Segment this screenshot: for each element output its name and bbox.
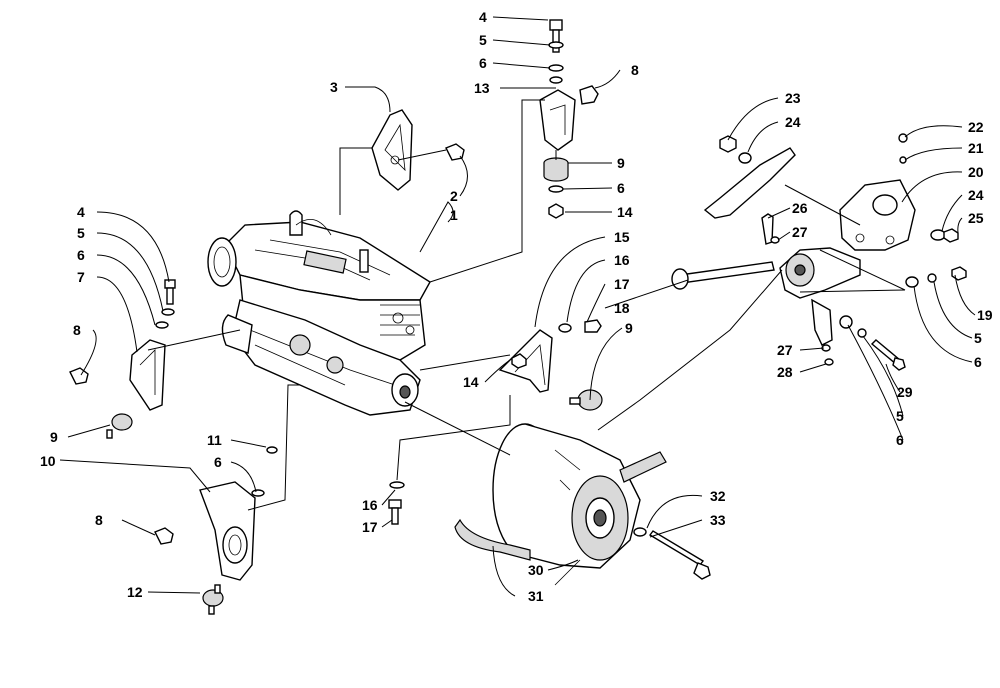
callout-9: 9: [625, 320, 633, 336]
callout-16: 16: [362, 497, 378, 513]
callout-17: 17: [614, 276, 630, 292]
callout-30: 30: [528, 562, 544, 578]
callout-16: 16: [614, 252, 630, 268]
callout-20: 20: [968, 164, 984, 180]
right-mount-assembly: [671, 133, 967, 371]
callout-8: 8: [73, 322, 81, 338]
callout-10: 10: [40, 453, 56, 469]
callout-13: 13: [474, 80, 490, 96]
top-mount-stack: [539, 19, 599, 219]
callout-2: 2: [450, 188, 458, 204]
callout-5: 5: [479, 32, 487, 48]
upper-bracket-part-3: [371, 109, 465, 191]
callout-4: 4: [479, 9, 487, 25]
callout-22: 22: [968, 119, 984, 135]
callout-8: 8: [95, 512, 103, 528]
callout-11: 11: [207, 432, 222, 448]
callout-12: 12: [127, 584, 143, 600]
callout-26: 26: [792, 200, 808, 216]
assembly-guide-lines: [147, 99, 906, 511]
callout-1: 1: [450, 207, 458, 223]
callout-6: 6: [214, 454, 222, 470]
callout-33: 33: [710, 512, 726, 528]
callout-5: 5: [974, 330, 982, 346]
callout-9: 9: [50, 429, 58, 445]
callout-14: 14: [463, 374, 479, 390]
callout-4: 4: [77, 204, 85, 220]
callout-leaders: [59, 16, 976, 597]
callout-19: 19: [977, 307, 993, 323]
callout-17: 17: [362, 519, 378, 535]
callout-8: 8: [631, 62, 639, 78]
callout-27: 27: [792, 224, 808, 240]
drive-clutch-assembly: [454, 423, 711, 586]
callout-6: 6: [896, 432, 904, 448]
callout-28: 28: [777, 364, 793, 380]
callout-21: 21: [968, 140, 984, 156]
callout-9: 9: [617, 155, 625, 171]
callout-14: 14: [617, 204, 633, 220]
callout-32: 32: [710, 488, 726, 504]
callout-24: 24: [968, 187, 984, 203]
callout-25: 25: [968, 210, 984, 226]
callout-6: 6: [974, 354, 982, 370]
callout-6: 6: [617, 180, 625, 196]
callout-23: 23: [785, 90, 801, 106]
callout-6: 6: [77, 247, 85, 263]
callout-5: 5: [77, 225, 85, 241]
callout-15: 15: [614, 229, 630, 245]
callout-31: 31: [528, 588, 544, 604]
callout-6: 6: [479, 55, 487, 71]
callout-27: 27: [777, 342, 793, 358]
callout-7: 7: [77, 269, 85, 285]
engine-assembly: [207, 210, 431, 416]
callout-18: 18: [614, 300, 630, 316]
callout-5: 5: [896, 408, 904, 424]
callout-24: 24: [785, 114, 801, 130]
left-front-mount-stack: [69, 279, 176, 439]
callout-labels: 1 2 3 4 5 6 8 13 9 6 14 4 5 6 7 8 9 10 1…: [40, 9, 993, 604]
lower-mount-bracket: [154, 446, 278, 615]
callout-29: 29: [897, 384, 913, 400]
callout-3: 3: [330, 79, 338, 95]
